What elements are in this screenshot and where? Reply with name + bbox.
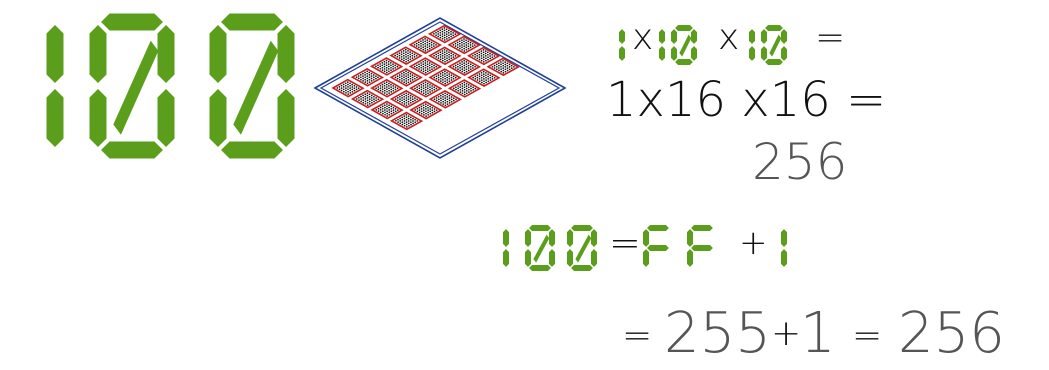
line1-times-1: x [632, 17, 654, 58]
line1-digit-10b-1 [749, 29, 755, 61]
line1-segment-digits [619, 25, 787, 65]
grid-of-hundreds-icon [313, 17, 567, 159]
line3-result: 256 [752, 133, 848, 191]
grid-cell [389, 46, 423, 65]
grid-border [319, 21, 561, 155]
grid-cell [408, 57, 443, 76]
line5-result: 256 [898, 301, 1005, 366]
line1-digit-10a-0 [671, 25, 697, 65]
grid-cell [428, 46, 462, 66]
grid-cell [370, 100, 404, 120]
grid-cell [389, 68, 423, 87]
line4-segment-digits [503, 225, 787, 271]
big-digit-0 [46, 25, 64, 147]
grid-cell [467, 46, 501, 66]
grid-cell [467, 68, 501, 87]
grid-cell [409, 100, 443, 120]
grid-cell [350, 67, 384, 87]
line1-digit-10b-0 [761, 25, 787, 65]
line4-digit-0b [567, 225, 597, 271]
grid-border [313, 17, 567, 159]
line1-times-2: x [718, 17, 740, 58]
line1-digit-10a-1 [659, 29, 665, 61]
grid-cell [427, 24, 462, 44]
big-digit-1 [89, 13, 175, 159]
line5-a: 255 [664, 301, 771, 366]
grid-cell [447, 57, 481, 77]
grid-cell [389, 111, 424, 131]
big-digit-2 [209, 13, 295, 159]
grid-cell [331, 78, 365, 98]
line5-plus: + [771, 313, 802, 354]
line4-digit-F2 [687, 225, 713, 267]
line5-equals-2: = [852, 315, 883, 356]
line5-equals-1: = [622, 315, 653, 356]
grid-cell [447, 79, 482, 98]
grid-cell [408, 35, 442, 55]
line4-digit-1 [503, 229, 509, 267]
line5-b: 1 [800, 301, 836, 366]
grid-cell [409, 79, 443, 98]
grid-cell [428, 68, 462, 87]
grid-cell [486, 57, 520, 77]
grid-cell [389, 89, 424, 109]
line4-plus: + [739, 223, 768, 263]
line4-digit-0a [525, 225, 555, 271]
grid-cell [370, 78, 404, 98]
grid-cell [428, 89, 462, 109]
grid-cell [350, 89, 385, 109]
big-number-display [46, 13, 295, 159]
line1-equals: = [815, 17, 846, 58]
line4-digit-F1 [643, 225, 669, 267]
line4-equals: = [609, 221, 641, 265]
grid-cell [369, 57, 404, 76]
line4-digit-one [781, 229, 787, 267]
line1-digit-1 [619, 29, 625, 61]
grid-cell [447, 35, 481, 55]
line2-text: 1x16 x16 = [606, 72, 887, 128]
